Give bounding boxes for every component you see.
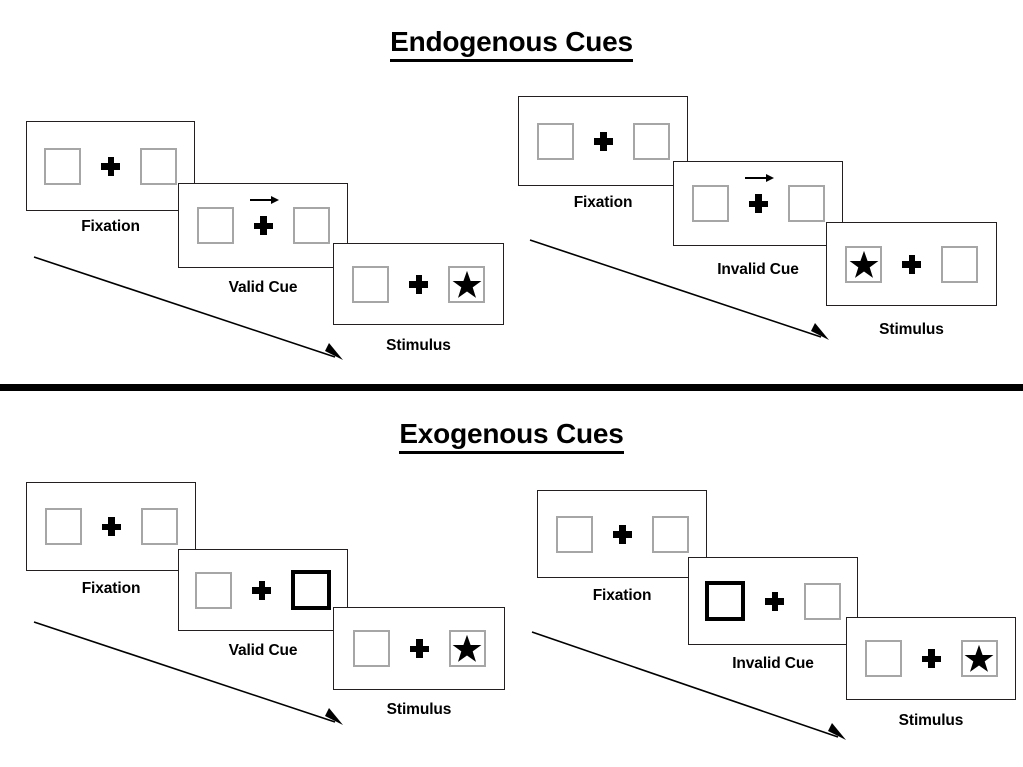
stimulus-row [536, 122, 670, 160]
right-placeholder-box [140, 147, 177, 185]
section-title-exogenous-text: Exogenous Cues [399, 418, 624, 454]
panel-content [179, 550, 347, 630]
panel-content [519, 97, 687, 185]
left-placeholder-box [44, 147, 81, 185]
section-title-exogenous: Exogenous Cues [0, 418, 1023, 454]
stimulus-row [352, 630, 486, 667]
section-title-endogenous-text: Endogenous Cues [390, 26, 633, 62]
panel-endogenous-valid-stimulus[interactable] [333, 243, 504, 325]
panel-exogenous-invalid-cue[interactable] [688, 557, 858, 645]
panel-exogenous-valid-cue[interactable] [178, 549, 348, 631]
panel-content [27, 122, 194, 210]
panel-label-endogenous-invalid-fixation: Fixation [573, 194, 633, 211]
plus-icon [902, 254, 921, 274]
right-target-box [960, 640, 998, 677]
stimulus-row [195, 570, 331, 610]
star-icon [452, 270, 481, 298]
panel-label-endogenous-valid-cue: Valid Cue [228, 279, 298, 296]
panel-exogenous-valid-fixation[interactable] [26, 482, 196, 571]
right-placeholder-box [804, 582, 841, 620]
panel-label-exogenous-valid-fixation: Fixation [81, 580, 141, 597]
panel-label-exogenous-invalid-fixation: Fixation [592, 587, 652, 604]
left-placeholder-box [195, 571, 232, 609]
right-placeholder-box [651, 515, 689, 553]
panel-endogenous-invalid-stimulus[interactable] [826, 222, 997, 306]
panel-exogenous-invalid-fixation[interactable] [537, 490, 707, 578]
panel-content [334, 608, 504, 689]
panel-label-exogenous-valid-cue: Valid Cue [228, 642, 298, 659]
panel-endogenous-valid-cue[interactable] [178, 183, 348, 268]
panel-label-endogenous-invalid-stimulus: Stimulus [879, 321, 944, 338]
panel-label-endogenous-invalid-cue: Invalid Cue [717, 261, 799, 278]
right-target-box [448, 265, 485, 303]
stimulus-row [555, 515, 689, 553]
left-placeholder-box [555, 515, 593, 553]
star-icon [849, 250, 878, 278]
plus-icon [253, 216, 273, 235]
panel-content [179, 184, 347, 267]
left-placeholder-box [44, 508, 82, 545]
left-cue-box-highlighted [705, 581, 745, 621]
panel-content [689, 558, 857, 644]
panel-label-exogenous-valid-stimulus: Stimulus [386, 701, 452, 718]
right-cue-box-highlighted [291, 570, 331, 610]
panel-label-endogenous-valid-fixation: Fixation [81, 218, 140, 235]
plus-icon [921, 649, 941, 668]
panel-content [674, 162, 842, 245]
arrow-right-icon [249, 196, 279, 204]
stimulus-row [44, 508, 178, 545]
panel-endogenous-invalid-fixation[interactable] [518, 96, 688, 186]
right-placeholder-box [941, 245, 978, 283]
right-placeholder-box [632, 122, 670, 160]
right-target-box [448, 630, 486, 667]
star-icon [964, 644, 994, 672]
arrow-right-icon [744, 174, 774, 182]
panel-content [847, 618, 1015, 699]
right-placeholder-box [292, 207, 330, 244]
plus-icon [748, 194, 768, 213]
plus-icon [101, 156, 120, 176]
plus-icon [101, 517, 121, 536]
panel-content [27, 483, 195, 570]
stimulus-row [864, 640, 998, 677]
section-divider [0, 384, 1023, 391]
panel-label-exogenous-invalid-cue: Invalid Cue [732, 655, 814, 672]
stimulus-row [705, 581, 841, 621]
left-placeholder-box [536, 122, 574, 160]
panel-content [334, 244, 503, 324]
plus-icon [593, 131, 613, 151]
stimulus-row [352, 265, 485, 303]
panel-label-exogenous-invalid-stimulus: Stimulus [898, 712, 964, 729]
left-placeholder-box [691, 185, 729, 222]
right-placeholder-box [140, 508, 178, 545]
stimulus-row [845, 245, 978, 283]
right-placeholder-box [787, 185, 825, 222]
panel-content [538, 491, 706, 577]
left-target-box [845, 245, 882, 283]
plus-icon [409, 639, 429, 658]
panel-endogenous-valid-fixation[interactable] [26, 121, 195, 211]
panel-exogenous-valid-stimulus[interactable] [333, 607, 505, 690]
plus-icon [252, 580, 271, 600]
section-title-endogenous: Endogenous Cues [0, 26, 1023, 62]
star-icon [452, 634, 482, 662]
panel-exogenous-invalid-stimulus[interactable] [846, 617, 1016, 700]
stimulus-row [44, 147, 177, 185]
panel-endogenous-invalid-cue[interactable] [673, 161, 843, 246]
left-placeholder-box [196, 207, 234, 244]
plus-icon [409, 274, 428, 294]
plus-icon [765, 591, 784, 611]
plus-icon [612, 524, 632, 544]
left-placeholder-box [352, 630, 390, 667]
left-placeholder-box [352, 265, 389, 303]
panel-content [827, 223, 996, 305]
panel-label-endogenous-valid-stimulus: Stimulus [386, 337, 451, 354]
left-placeholder-box [864, 640, 902, 677]
stimulus-row [691, 174, 825, 222]
stimulus-row [196, 196, 330, 244]
